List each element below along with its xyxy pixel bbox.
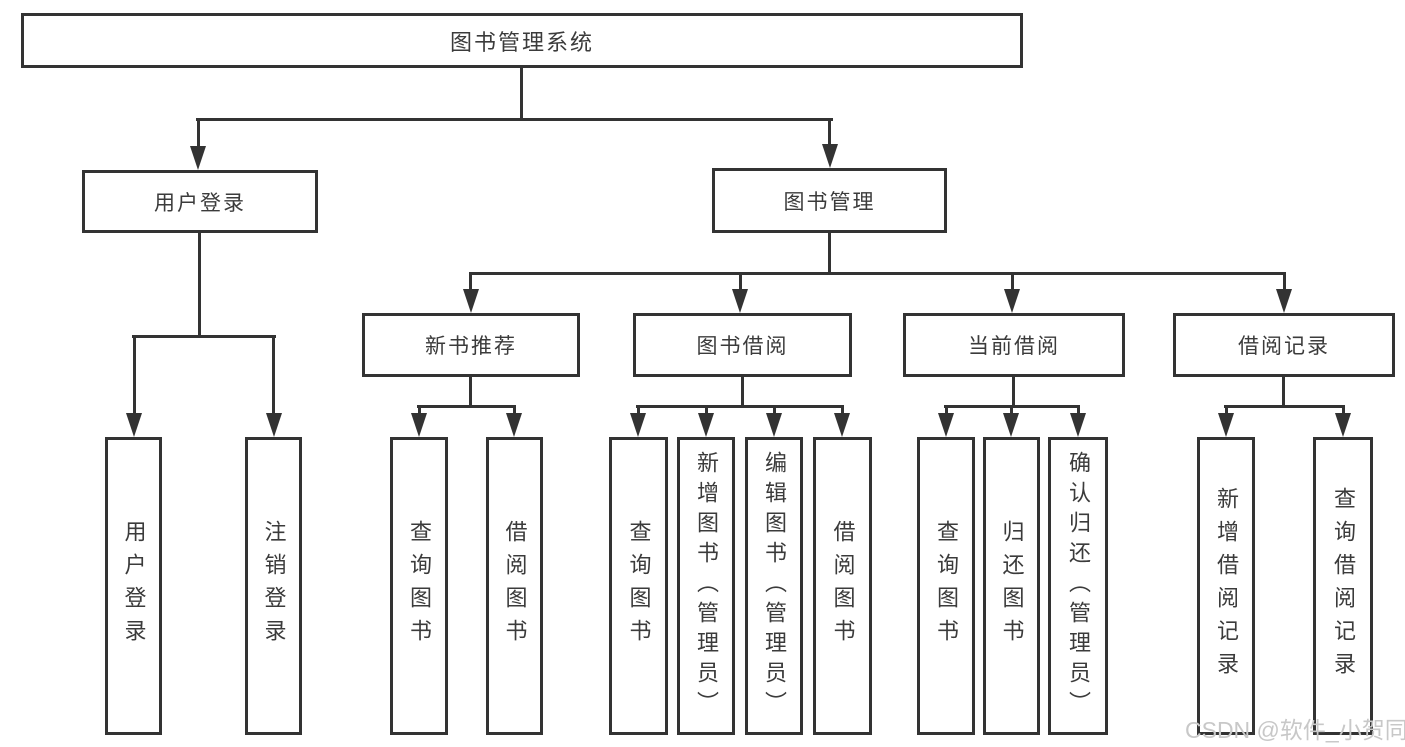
connector-v: [469, 272, 472, 292]
leaf-label: 用户登录: [121, 520, 147, 652]
arrowhead-down: [190, 146, 206, 170]
leaf-label: 借阅图书: [830, 520, 856, 652]
connector-v: [841, 405, 844, 417]
node-user-login: 用户登录: [82, 170, 318, 233]
node-label: 借阅记录: [1238, 335, 1330, 358]
connector-v: [1077, 405, 1080, 417]
connector-v: [739, 272, 742, 292]
node-book-borrowing: 图书借阅: [633, 313, 852, 377]
leaf-query-books-borrowing: 查询图书: [609, 437, 668, 735]
connector-v: [1011, 272, 1014, 292]
connector-v: [1010, 405, 1013, 417]
arrowhead-down: [834, 413, 850, 437]
connector-v: [637, 405, 640, 417]
arrowhead-down: [938, 413, 954, 437]
node-label: 图书管理系统: [449, 29, 594, 55]
connector-v: [705, 405, 708, 417]
arrowhead-down: [126, 413, 142, 437]
connector-v: [520, 68, 523, 118]
connector-v: [1225, 405, 1228, 417]
leaf-query-books-recommend: 查询图书: [390, 437, 448, 735]
connector-v: [945, 405, 948, 417]
arrowhead-down: [1335, 413, 1351, 437]
leaf-label: 注销登录: [261, 520, 287, 652]
connector-v: [741, 377, 744, 408]
leaf-label: 借阅图书: [502, 520, 528, 652]
leaf-label: 归还图书: [999, 520, 1025, 652]
watermark: CSDN @软件_小贺同学: [1185, 717, 1405, 743]
leaf-user-login: 用户登录: [105, 437, 162, 735]
connector-h: [132, 335, 276, 338]
leaf-confirm-return-admin: 确认归还（管理员）: [1048, 437, 1108, 735]
leaf-add-book-admin: 新增图书（管理员）: [677, 437, 735, 735]
arrowhead-down: [266, 413, 282, 437]
leaf-borrow-books-borrowing: 借阅图书: [813, 437, 872, 735]
connector-v: [773, 405, 776, 417]
node-label: 图书借阅: [696, 335, 789, 358]
leaf-query-books-current: 查询图书: [917, 437, 975, 735]
node-new-book-recommendation: 新书推荐: [362, 313, 580, 377]
connector-h: [1224, 405, 1345, 408]
leaf-label: 新增借阅记录: [1214, 487, 1239, 685]
connector-v: [133, 335, 136, 417]
connector-h: [417, 405, 516, 408]
connector-v: [469, 377, 472, 408]
arrowhead-down: [766, 413, 782, 437]
connector-h: [469, 272, 1286, 275]
leaf-label: 查询借阅记录: [1331, 487, 1356, 685]
arrowhead-down: [463, 289, 479, 313]
connector-v: [1342, 405, 1345, 417]
connector-v: [1012, 377, 1015, 408]
leaf-logout: 注销登录: [245, 437, 302, 735]
leaf-label: 查询图书: [626, 520, 652, 652]
node-current-borrowing: 当前借阅: [903, 313, 1125, 377]
connector-v: [828, 233, 831, 272]
leaf-borrow-books-recommend: 借阅图书: [486, 437, 543, 735]
leaf-return-books: 归还图书: [983, 437, 1040, 735]
connector-v: [1282, 377, 1285, 408]
arrowhead-down: [732, 289, 748, 313]
arrowhead-down: [1070, 413, 1086, 437]
node-label: 用户登录: [154, 191, 246, 215]
connector-v: [272, 335, 275, 417]
connector-h: [636, 405, 844, 408]
connector-h: [196, 118, 833, 121]
connector-v: [198, 233, 201, 335]
leaf-label: 确认归还（管理员）: [1066, 451, 1091, 721]
leaf-query-borrow-record: 查询借阅记录: [1313, 437, 1373, 735]
leaf-label: 查询图书: [934, 520, 959, 652]
node-library-management-system: 图书管理系统: [21, 13, 1023, 68]
leaf-add-borrow-record: 新增借阅记录: [1197, 437, 1255, 735]
connector-v: [1283, 272, 1286, 292]
arrowhead-down: [698, 413, 714, 437]
arrowhead-down: [1276, 289, 1292, 313]
leaf-edit-book-admin: 编辑图书（管理员）: [745, 437, 803, 735]
node-label: 当前借阅: [968, 335, 1060, 358]
node-book-management: 图书管理: [712, 168, 947, 233]
arrowhead-down: [1218, 413, 1234, 437]
arrowhead-down: [411, 413, 427, 437]
leaf-label: 新增图书（管理员）: [694, 451, 719, 721]
connector-v: [197, 118, 200, 150]
connector-v: [828, 118, 831, 148]
arrowhead-down: [1004, 289, 1020, 313]
connector-v: [418, 405, 421, 417]
arrowhead-down: [822, 144, 838, 168]
node-label: 图书管理: [783, 190, 876, 214]
arrowhead-down: [1003, 413, 1019, 437]
arrowhead-down: [506, 413, 522, 437]
arrowhead-down: [630, 413, 646, 437]
connector-v: [513, 405, 516, 417]
leaf-label: 查询图书: [407, 520, 432, 652]
leaf-label: 编辑图书（管理员）: [762, 451, 787, 721]
node-borrowing-records: 借阅记录: [1173, 313, 1395, 377]
node-label: 新书推荐: [425, 335, 517, 358]
